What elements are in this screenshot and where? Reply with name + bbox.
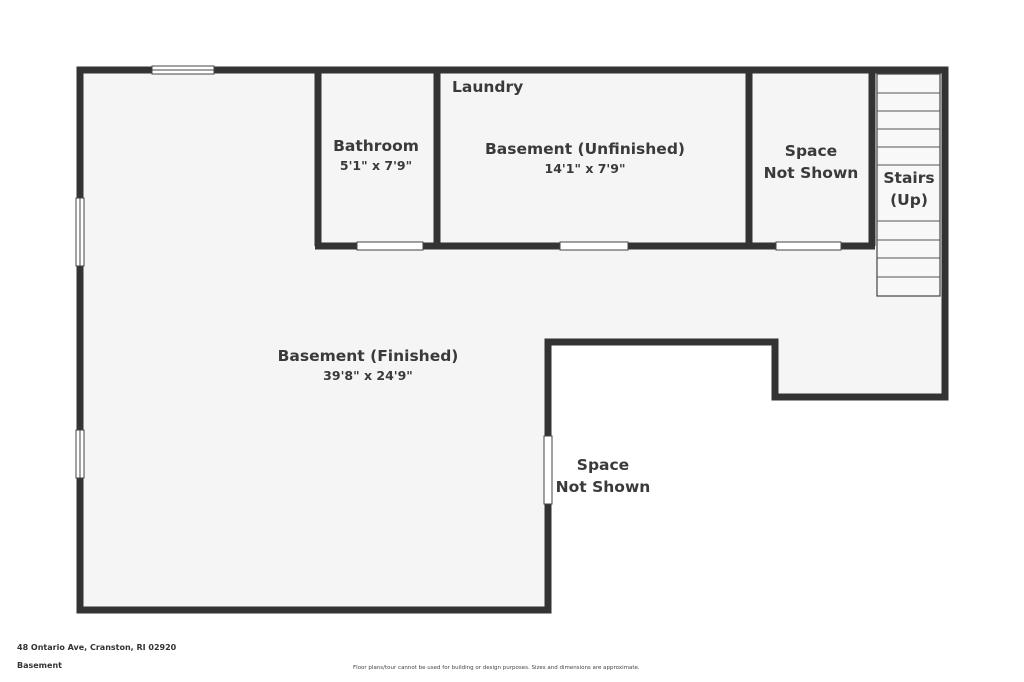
space-not-shown-top-line2: Not Shown [764,164,859,182]
doorway [356,241,424,251]
space-not-shown-bottom-line2: Not Shown [556,478,651,496]
basement-finished-dimensions: 39'8" x 24'9" [323,368,413,383]
footer-address: 48 Ontario Ave, Cranston, RI 02920 [17,643,177,652]
laundry-label: Laundry [452,78,523,96]
basement-finished-label: Basement (Finished) [278,347,459,365]
bathroom-label: Bathroom [333,137,419,155]
windows [75,65,842,505]
outer-wall [76,66,949,614]
footer-floor-label: Basement [17,661,62,670]
space-not-shown-bottom-line1: Space [577,456,629,474]
bathroom-dimensions: 5'1" x 7'9" [340,158,412,173]
space-not-shown-top-line1: Space [785,142,837,160]
basement-unfinished-label: Basement (Unfinished) [485,140,685,158]
footer-disclaimer: Floor plans/tour cannot be used for buil… [353,665,640,671]
floor-area [80,70,945,610]
doorway [775,241,842,251]
window [543,435,553,505]
doorway [559,241,629,251]
stairs-block [876,73,941,297]
stairs-label-line2: (Up) [890,191,928,209]
stairs-label-line1: Stairs [883,169,934,187]
basement-unfinished-dimensions: 14'1" x 7'9" [545,161,626,176]
